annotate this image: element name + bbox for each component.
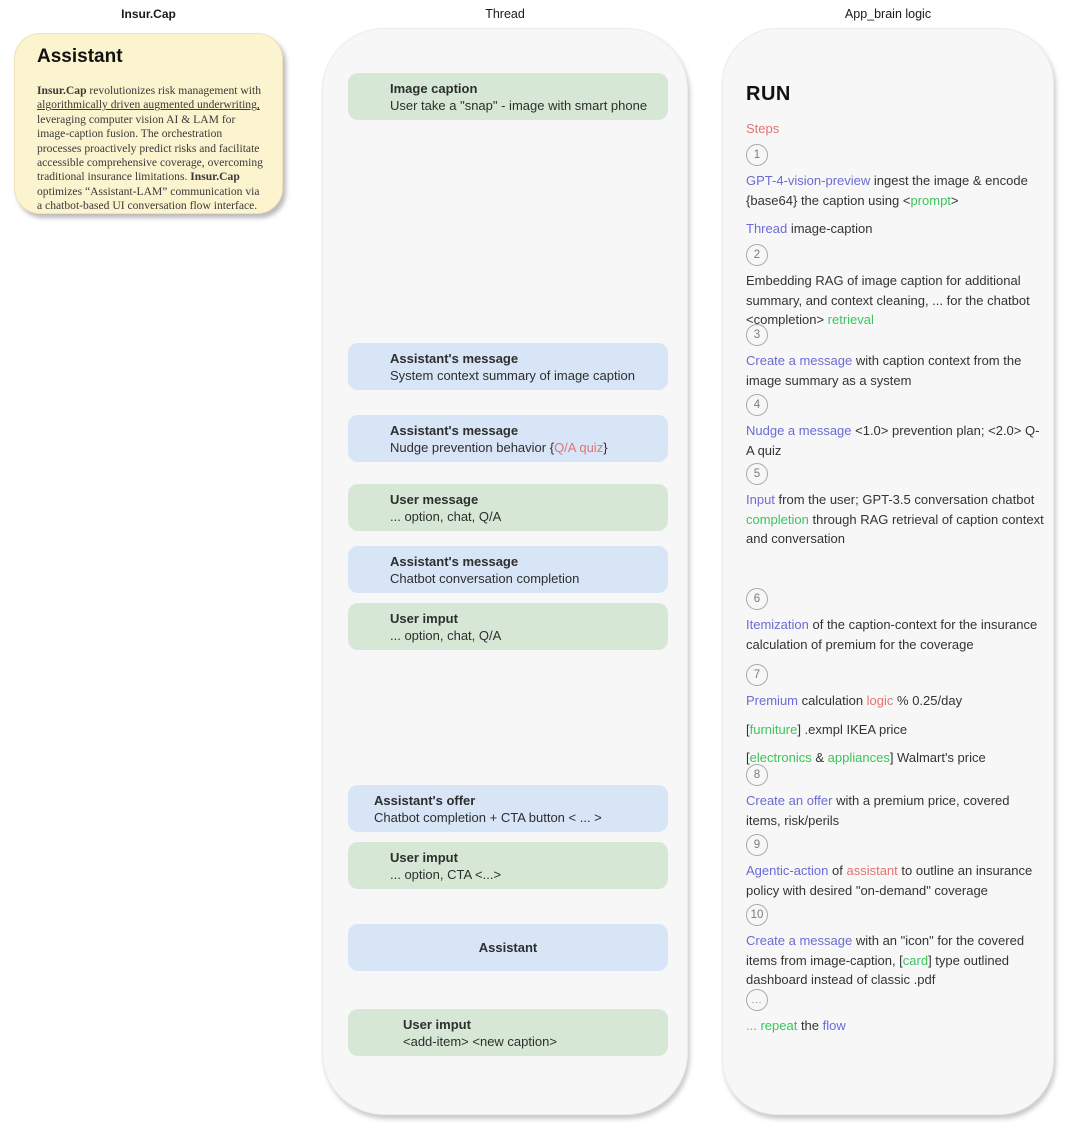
step-text: Input from the user; GPT-3.5 conversatio… xyxy=(746,492,1044,546)
bubble-subtitle: <add-item> <new caption> xyxy=(403,1034,557,1049)
assistant-description-card: Assistant Insur.Cap revolutionizes risk … xyxy=(14,33,283,214)
step-text: [electronics & appliances] Walmart's pri… xyxy=(746,750,986,765)
step-text: Create a message with caption context fr… xyxy=(746,353,1022,388)
thread-bubble-user: User imput <add-item> <new caption> xyxy=(348,1009,668,1056)
thread-bubble-user: User imput ... option, chat, Q/A xyxy=(348,603,668,650)
step-text: Embedding RAG of image caption for addit… xyxy=(746,273,1030,327)
step-number-badge: 6 xyxy=(746,588,768,610)
step-text: Itemization of the caption-context for t… xyxy=(746,617,1038,652)
step-text: Agentic-action of assistant to outline a… xyxy=(746,863,1033,898)
bubble-subtitle: ... option, chat, Q/A xyxy=(390,509,502,524)
bubble-title: User imput xyxy=(403,1017,471,1032)
thread-bubble-user: User message ... option, chat, Q/A xyxy=(348,484,668,531)
step-number-badge: 9 xyxy=(746,834,768,856)
column-header-insur-cap: Insur.Cap xyxy=(121,7,176,21)
thread-bubble-user: User imput ... option, CTA <...> xyxy=(348,842,668,889)
bubble-title: Assistant's message xyxy=(390,554,519,569)
step-number-badge: 3 xyxy=(746,324,768,346)
bubble-title: Assistant's offer xyxy=(374,793,476,808)
step-number-badge: 1 xyxy=(746,144,768,166)
step-number-badge: 2 xyxy=(746,244,768,266)
step-text: GPT-4-vision-preview ingest the image & … xyxy=(746,173,1028,208)
thread-bubble-assistant: Assistant xyxy=(348,924,668,971)
step-number-badge: 8 xyxy=(746,764,768,786)
bubble-title: User imput xyxy=(390,611,458,626)
bubble-subtitle: ... option, chat, Q/A xyxy=(390,628,502,643)
bubble-subtitle: System context summary of image caption xyxy=(390,368,635,383)
bubble-title: Assistant's message xyxy=(390,423,519,438)
step-number-badge: ... xyxy=(746,989,768,1011)
step-number-badge: 7 xyxy=(746,664,768,686)
assistant-card-title: Assistant xyxy=(37,46,123,67)
bubble-subtitle: ... option, CTA <...> xyxy=(390,867,502,882)
bubble-subtitle: Chatbot completion + CTA button < ... > xyxy=(374,810,602,825)
step-text: Nudge a message <1.0> prevention plan; <… xyxy=(746,423,1040,458)
column-header-thread: Thread xyxy=(485,7,525,21)
step-text: [furniture] .exmpl IKEA price xyxy=(746,721,908,737)
step-number-badge: 4 xyxy=(746,394,768,416)
bubble-title: User imput xyxy=(390,850,458,865)
step-number-badge: 10 xyxy=(746,904,768,926)
step-...: ... ... repeat the flow xyxy=(746,989,1044,1036)
step-text: Premium calculation logic % 0.25/day xyxy=(746,693,963,708)
step-text: Create a message with an "icon" for the … xyxy=(746,933,1025,987)
step-text: Thread image-caption xyxy=(746,221,873,236)
column-header-app-brain-logic: App_brain logic xyxy=(844,7,932,21)
bubble-subtitle: User take a "snap" - image with smart ph… xyxy=(390,98,648,113)
bubble-title: User message xyxy=(390,492,479,507)
bubble-subtitle: Nudge prevention behavior {Q/A quiz} xyxy=(390,440,608,455)
run-title: RUN xyxy=(746,83,791,105)
step-text: ... repeat the flow xyxy=(746,1018,846,1033)
steps-label: Steps xyxy=(746,121,780,136)
step-text: Create an offer with a premium price, co… xyxy=(746,793,1010,828)
step-number-badge: 5 xyxy=(746,463,768,485)
bubble-title: Assistant xyxy=(478,940,538,955)
bubble-title: Image caption xyxy=(390,81,478,96)
assistant-card-body: Insur.Cap revolutionizes risk management… xyxy=(37,84,263,213)
bubble-subtitle: Chatbot conversation completion xyxy=(390,571,580,586)
bubble-title: Assistant's message xyxy=(390,351,519,366)
